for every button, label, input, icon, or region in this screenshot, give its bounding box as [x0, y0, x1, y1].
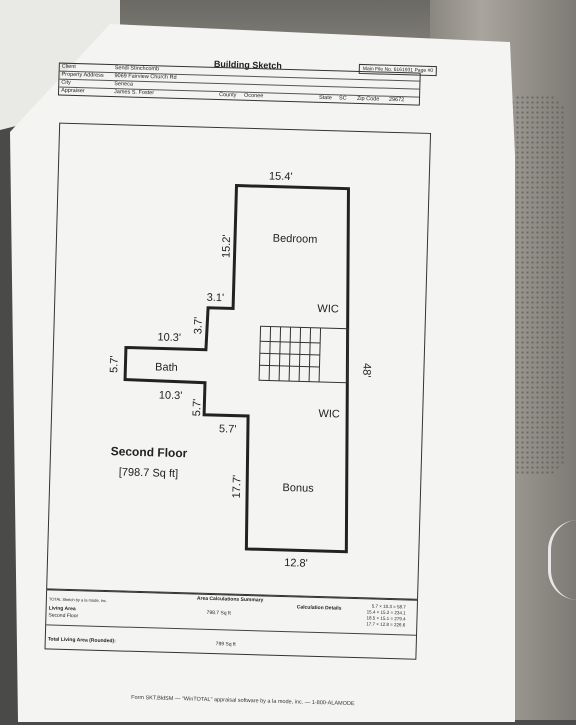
area-summary: Area Calculations Summary TOTAL Sketch b… [44, 589, 419, 660]
building-sketch-form: Building Sketch Main File No. 6161931 Pa… [21, 22, 510, 725]
dim-bath-top: 10.3' [157, 331, 181, 344]
dim-right: 48' [360, 363, 372, 378]
calc-title: Calculation Details [296, 604, 342, 612]
form-footer: Form SKT.BldSM — "WinTOTAL" appraisal so… [131, 694, 355, 708]
room-wic-upper: WIC [317, 303, 339, 316]
calc-line: 17.7 × 12.8 = 226.6 [366, 621, 406, 628]
dim-step2: 5.7' [219, 423, 237, 435]
room-bonus: Bonus [282, 482, 314, 495]
city-value: Seneca [114, 81, 134, 88]
appraiser-label: Appraiser [61, 87, 85, 95]
address-label: Property Address [61, 71, 104, 79]
room-bath: Bath [155, 361, 178, 374]
seat-perforation [505, 95, 565, 475]
summary-credit: TOTAL Sketch by a la mode, inc. [48, 596, 108, 604]
county-value: Oconee [243, 92, 264, 100]
city-label: City [61, 79, 71, 86]
state-value: SC [338, 95, 347, 102]
paper-sheet [10, 24, 515, 722]
summary-title: Area Calculations Summary [196, 595, 264, 604]
dim-step1-vertical: 3.7' [192, 317, 204, 335]
total-label: Total Living Area (Rounded): [47, 636, 116, 645]
dim-step2-vertical: 5.7' [191, 399, 203, 417]
client-label: Client [61, 63, 76, 71]
zip-value: 29672 [388, 96, 405, 104]
client-value: Sendi Stinchcomb [114, 65, 160, 73]
charging-cable [548, 520, 576, 600]
divider [46, 624, 417, 636]
dim-top: 15.4' [269, 170, 293, 183]
address-value: 9069 Fairview Church Rd [114, 73, 177, 81]
dim-bottom: 12.8' [284, 557, 308, 570]
state-label: State [318, 94, 332, 102]
floor-plan: 15.4' Bedroom 15.2' 3.1' 3.7' WIC 10.3' … [108, 170, 372, 570]
zip-label: Zip Code [356, 95, 380, 103]
dim-bath-bottom: 10.3' [159, 389, 183, 402]
room-bedroom: Bedroom [273, 233, 318, 246]
room-wic-lower: WIC [318, 408, 340, 421]
living-area-label: Living Area [48, 605, 76, 613]
dim-bonus-left: 17.7' [231, 475, 244, 499]
dim-step1: 3.1' [206, 292, 224, 304]
stairs [258, 325, 350, 384]
second-floor-label: Second Floor [48, 612, 79, 620]
dim-bath-left: 5.7' [108, 355, 120, 373]
county-label: County [218, 92, 237, 99]
floor-area: [798.7 Sq ft] [119, 466, 179, 480]
second-floor-value: 798.7 Sq ft [206, 609, 231, 617]
floor-label: Second Floor [111, 444, 188, 460]
calc-details: 5.7 × 10.3 = 58.7 15.4 × 15.2 = 234.1 18… [366, 603, 406, 628]
dim-bedroom-left: 15.2' [220, 234, 233, 258]
appraiser-value: James S. Foster [113, 89, 155, 97]
sketch-area: 15.4' Bedroom 15.2' 3.1' 3.7' WIC 10.3' … [46, 122, 432, 600]
floor-outline [123, 184, 350, 554]
total-value: 799 Sq ft [215, 641, 236, 648]
